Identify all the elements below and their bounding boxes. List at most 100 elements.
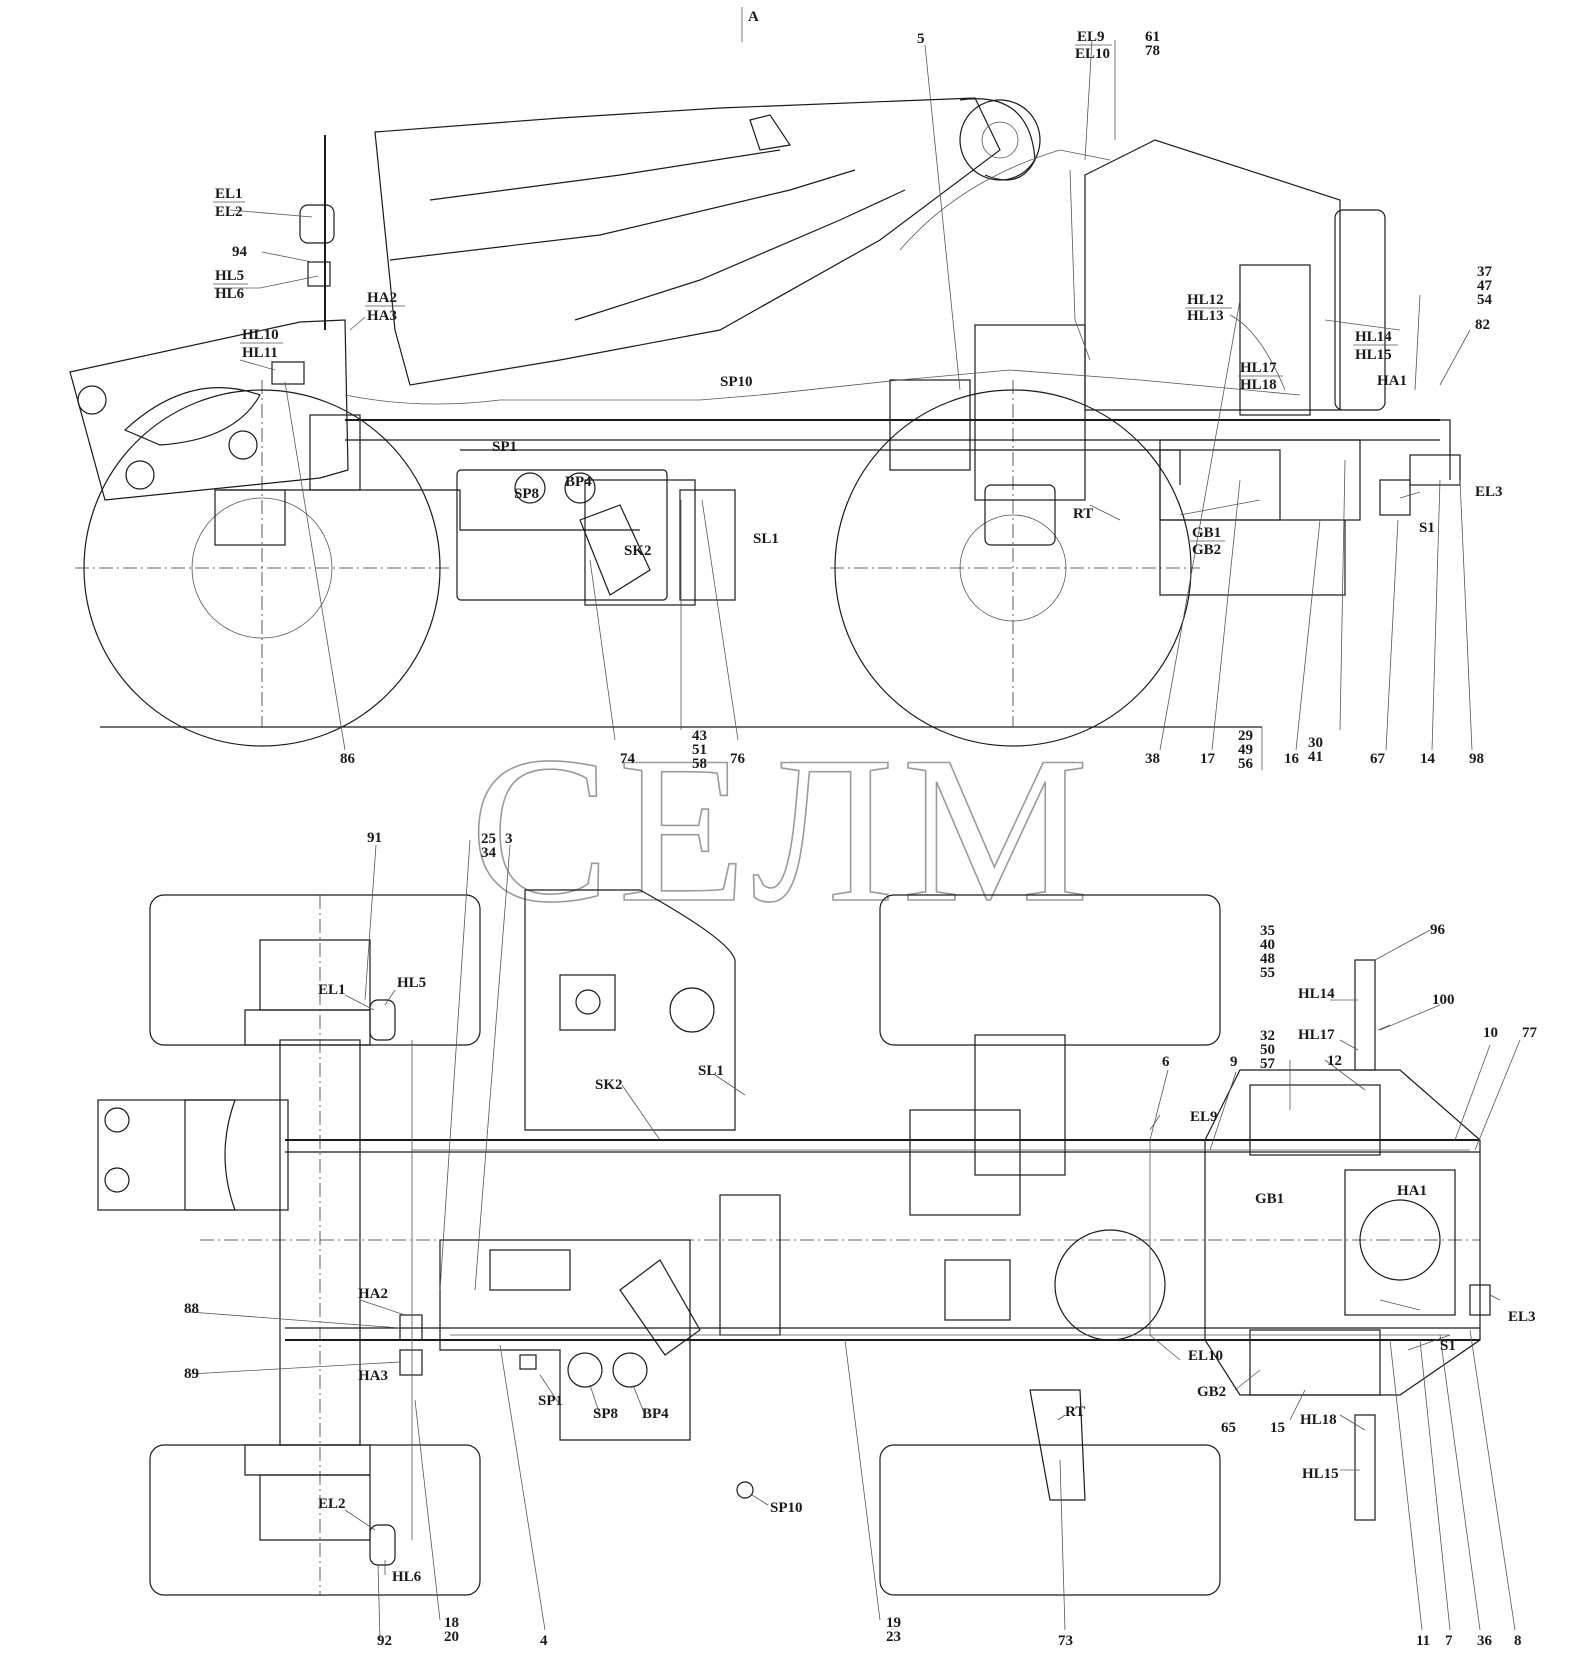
label-38: 38 bbox=[1145, 751, 1160, 767]
label-49: 49 bbox=[1238, 742, 1253, 758]
label-sp10: SP10 bbox=[720, 374, 753, 390]
gb1-top bbox=[1249, 1084, 1381, 1156]
el3-lamp-side bbox=[1409, 454, 1461, 486]
wheel-rear-right bbox=[879, 1444, 1221, 1596]
label-hl15: HL15 bbox=[1355, 347, 1392, 363]
label-20: 20 bbox=[444, 1629, 459, 1645]
label-sp8: SP8 bbox=[514, 486, 539, 502]
label-sp10-top: SP10 bbox=[770, 1500, 803, 1516]
flywheel bbox=[1054, 1229, 1166, 1341]
bp4-sensor bbox=[564, 472, 596, 504]
label-hl12: HL12 bbox=[1187, 292, 1224, 308]
label-5: 5 bbox=[917, 31, 925, 47]
label-76: 76 bbox=[730, 751, 746, 767]
label-94: 94 bbox=[232, 244, 248, 260]
label-hl6-top: HL6 bbox=[392, 1569, 422, 1585]
el1-lamp-side bbox=[299, 204, 335, 244]
engine bbox=[974, 324, 1086, 501]
label-67: 67 bbox=[1370, 751, 1386, 767]
label-bp4-top: BP4 bbox=[642, 1406, 669, 1422]
sp10-top bbox=[736, 1481, 754, 1499]
view-marker: А bbox=[748, 9, 759, 25]
label-hl5-top: HL5 bbox=[397, 975, 426, 991]
label-96: 96 bbox=[1430, 922, 1446, 938]
label-s1: S1 bbox=[1419, 520, 1435, 536]
label-sp1: SP1 bbox=[492, 439, 517, 455]
label-hl18-top: HL18 bbox=[1300, 1412, 1337, 1428]
top-labels: 91 25 34 3 EL1 HL5 SK2 SL1 6 9 EL9 32 50… bbox=[184, 830, 1538, 1649]
hl14-top bbox=[1354, 959, 1376, 1071]
label-s1-top: S1 bbox=[1440, 1338, 1456, 1354]
hl10-lamp-side bbox=[271, 361, 305, 385]
label-el9-top: EL9 bbox=[1190, 1109, 1218, 1125]
label-el10-top: EL10 bbox=[1188, 1348, 1223, 1364]
label-35: 35 bbox=[1260, 923, 1275, 939]
label-89: 89 bbox=[184, 1366, 199, 1382]
boom-body bbox=[374, 97, 1001, 386]
ha2-top bbox=[399, 1314, 423, 1341]
label-el2: EL2 bbox=[215, 204, 243, 220]
label-40: 40 bbox=[1260, 937, 1275, 953]
label-23: 23 bbox=[886, 1629, 901, 1645]
rt-top bbox=[1029, 1389, 1086, 1501]
label-54: 54 bbox=[1477, 292, 1493, 308]
label-16: 16 bbox=[1284, 751, 1300, 767]
transmission bbox=[719, 1194, 781, 1336]
front-plate bbox=[69, 319, 349, 501]
label-50: 50 bbox=[1260, 1042, 1275, 1058]
label-86: 86 bbox=[340, 751, 356, 767]
rear-housing bbox=[1084, 139, 1341, 411]
el2-top bbox=[369, 1524, 396, 1566]
label-74: 74 bbox=[620, 751, 636, 767]
boom-pivot bbox=[959, 99, 1041, 181]
label-82: 82 bbox=[1475, 317, 1490, 333]
harness-side bbox=[344, 369, 1301, 405]
rear-box bbox=[1204, 1069, 1481, 1396]
label-15: 15 bbox=[1270, 1420, 1285, 1436]
label-hl14: HL14 bbox=[1355, 329, 1392, 345]
label-48: 48 bbox=[1260, 951, 1275, 967]
sk2-body bbox=[579, 504, 651, 596]
label-3: 3 bbox=[505, 831, 513, 847]
label-12: 12 bbox=[1327, 1053, 1342, 1069]
top-view bbox=[97, 839, 1521, 1641]
el3-top bbox=[1469, 1284, 1491, 1316]
label-78: 78 bbox=[1145, 43, 1160, 59]
label-hl5: HL5 bbox=[215, 268, 244, 284]
label-hl15-top: HL15 bbox=[1302, 1466, 1339, 1482]
label-36: 36 bbox=[1477, 1633, 1493, 1649]
label-ha3: HA3 bbox=[367, 308, 397, 324]
label-55: 55 bbox=[1260, 965, 1275, 981]
wheel-front-right bbox=[149, 1444, 481, 1596]
label-hl11: HL11 bbox=[242, 345, 278, 361]
label-98: 98 bbox=[1469, 751, 1484, 767]
label-bp4: BP4 bbox=[565, 474, 592, 490]
watermark: СЕЛМ bbox=[470, 714, 1097, 946]
label-hl6: HL6 bbox=[215, 286, 245, 302]
label-19: 19 bbox=[886, 1615, 901, 1631]
label-32: 32 bbox=[1260, 1028, 1275, 1044]
label-el2-top: EL2 bbox=[318, 1496, 346, 1512]
label-65: 65 bbox=[1221, 1420, 1236, 1436]
tank bbox=[456, 469, 668, 601]
wheel-rear-left bbox=[879, 894, 1221, 1046]
label-hl14-top: HL14 bbox=[1298, 986, 1335, 1002]
label-8: 8 bbox=[1514, 1633, 1522, 1649]
label-9: 9 bbox=[1230, 1054, 1238, 1070]
label-25: 25 bbox=[481, 831, 496, 847]
label-sl1-top: SL1 bbox=[698, 1063, 724, 1079]
label-88: 88 bbox=[184, 1301, 199, 1317]
label-29: 29 bbox=[1238, 728, 1253, 744]
label-7: 7 bbox=[1445, 1633, 1453, 1649]
label-ha3-top: HA3 bbox=[358, 1368, 388, 1384]
label-11: 11 bbox=[1416, 1633, 1430, 1649]
label-hl18: HL18 bbox=[1240, 377, 1277, 393]
label-ha1: HA1 bbox=[1377, 373, 1407, 389]
label-14: 14 bbox=[1420, 751, 1436, 767]
label-92: 92 bbox=[377, 1633, 392, 1649]
label-61: 61 bbox=[1145, 29, 1160, 45]
label-34: 34 bbox=[481, 845, 497, 861]
bp4-top bbox=[612, 1352, 648, 1388]
